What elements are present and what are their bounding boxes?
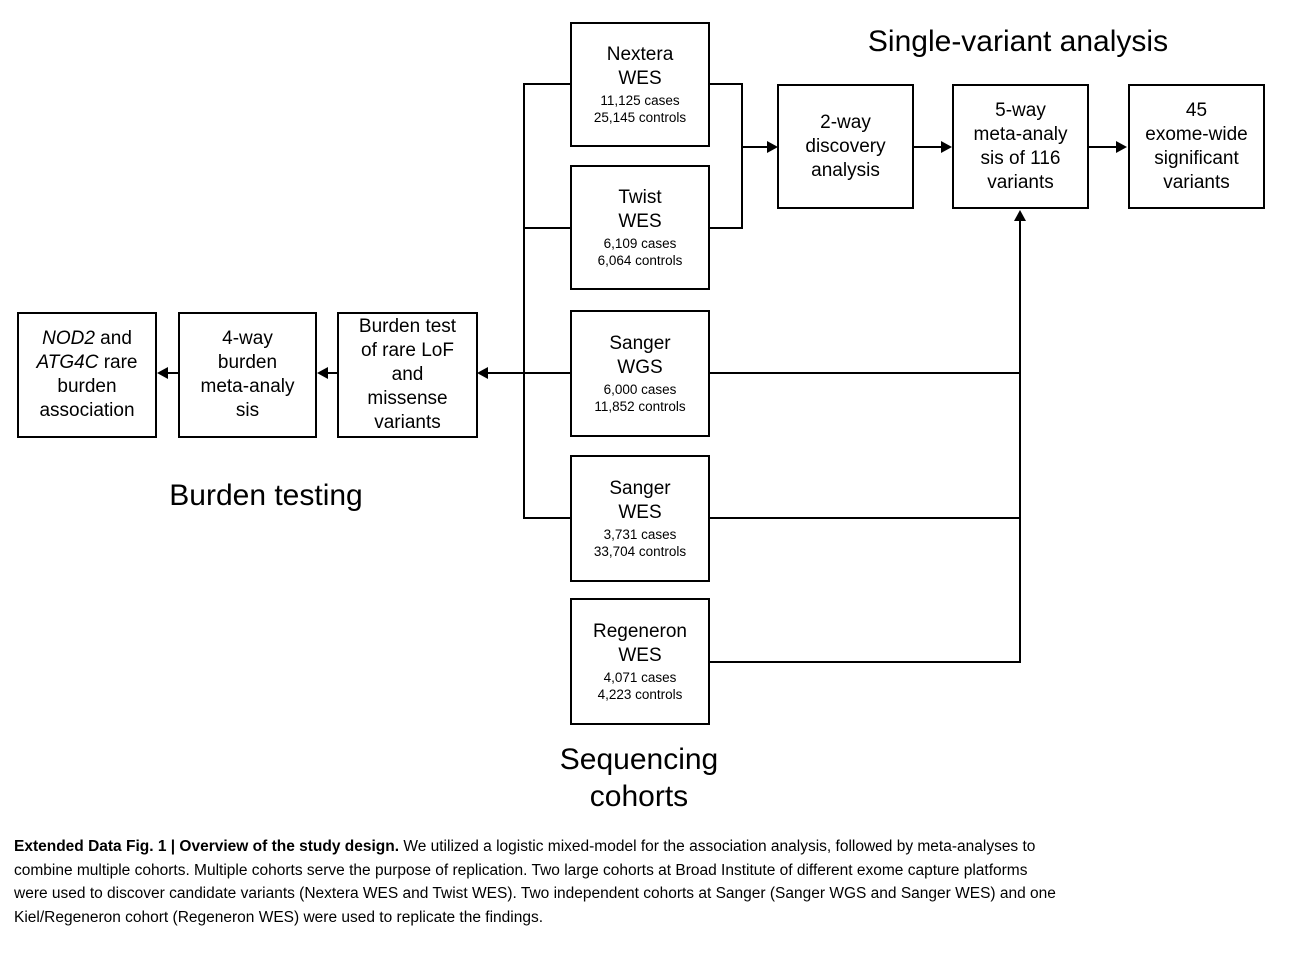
figure-caption: Extended Data Fig. 1 | Overview of the s…	[14, 835, 1292, 929]
arrowhead-into-45	[1116, 141, 1127, 153]
connector-nextera-left-stub	[523, 83, 570, 85]
connector-regeneron-right	[710, 661, 1021, 663]
label-burden-testing: Burden testing	[169, 479, 363, 512]
box-twist-wes-stats: 6,109 cases 6,064 controls	[597, 236, 683, 268]
box-regeneron-wes: Regeneron WES 4,071 cases 4,223 controls	[570, 598, 710, 725]
connector-to-2way	[741, 146, 768, 148]
box-4way-burden-meta-analysis: 4-way burden meta-analy sis	[178, 312, 317, 438]
arrowhead-into-4way	[317, 367, 328, 379]
connector-twist-left-stub	[523, 227, 570, 229]
connector-replication-vertical	[1019, 219, 1021, 663]
caption-line-2: combine multiple cohorts. Multiple cohor…	[14, 861, 1028, 879]
box-2way-discovery: 2-way discovery analysis	[777, 84, 914, 209]
box-twist-wes-title: Twist WES	[618, 187, 662, 232]
label-sequencing-line1: Sequencing	[559, 743, 719, 776]
connector-nextera-right-stub	[710, 83, 743, 85]
box-sanger-wgs-title: Sanger WGS	[609, 333, 671, 378]
box-nextera-wes: Nextera WES 11,125 cases 25,145 controls	[570, 22, 710, 147]
connector-2way-to-5way	[914, 146, 942, 148]
box-nod2-atg4c-association: NOD2 and ATG4C rare burden association	[17, 312, 157, 438]
connector-right-bracket-vertical	[741, 83, 743, 229]
box-burden-test: Burden test of rare LoF and missense var…	[337, 312, 478, 438]
arrowhead-into-5way	[941, 141, 952, 153]
box-sanger-wes: Sanger WES 3,731 cases 33,704 controls	[570, 455, 710, 582]
connector-5way-to-45	[1089, 146, 1117, 148]
connector-to-burden-test	[487, 372, 570, 374]
connector-4way-to-nod2	[167, 372, 178, 374]
box-sanger-wes-stats: 3,731 cases 33,704 controls	[593, 527, 687, 559]
connector-left-bracket-vertical	[523, 83, 525, 519]
connector-burden-test-to-4way	[327, 372, 337, 374]
box-45-significant-variants: 45 exome-wide significant variants	[1128, 84, 1265, 209]
caption-line-3: were used to discover candidate variants…	[14, 885, 1056, 902]
arrowhead-into-2way	[767, 141, 778, 153]
box-sanger-wes-title: Sanger WES	[609, 478, 671, 523]
label-sequencing-cohorts: Sequencing cohorts	[539, 741, 739, 815]
box-regeneron-wes-stats: 4,071 cases 4,223 controls	[597, 670, 683, 702]
arrowhead-into-nod2	[157, 367, 168, 379]
label-single-variant-analysis: Single-variant analysis	[867, 25, 1169, 58]
caption-line-4: Kiel/Regeneron cohort (Regeneron WES) we…	[14, 908, 544, 926]
box-nextera-wes-stats: 11,125 cases 25,145 controls	[593, 93, 687, 125]
caption-line-1: Extended Data Fig. 1 | Overview of the s…	[14, 838, 1036, 855]
connector-sanger-wes-left-stub	[523, 517, 570, 519]
box-twist-wes: Twist WES 6,109 cases 6,064 controls	[570, 165, 710, 290]
connector-sanger-wes-right	[710, 517, 1021, 519]
box-5way-meta-analysis: 5-way meta-analy sis of 116 variants	[952, 84, 1089, 209]
connector-twist-right-stub	[710, 227, 743, 229]
arrowhead-up-into-5way	[1014, 210, 1026, 221]
box-regeneron-wes-title: Regeneron WES	[592, 621, 688, 666]
arrowhead-into-burden-test	[477, 367, 488, 379]
box-nextera-wes-title: Nextera WES	[606, 44, 674, 89]
box-sanger-wgs-stats: 6,000 cases 11,852 controls	[594, 382, 686, 414]
label-sequencing-line2: cohorts	[589, 780, 689, 813]
box-sanger-wgs: Sanger WGS 6,000 cases 11,852 controls	[570, 310, 710, 437]
connector-sanger-wgs-right	[710, 372, 1021, 374]
